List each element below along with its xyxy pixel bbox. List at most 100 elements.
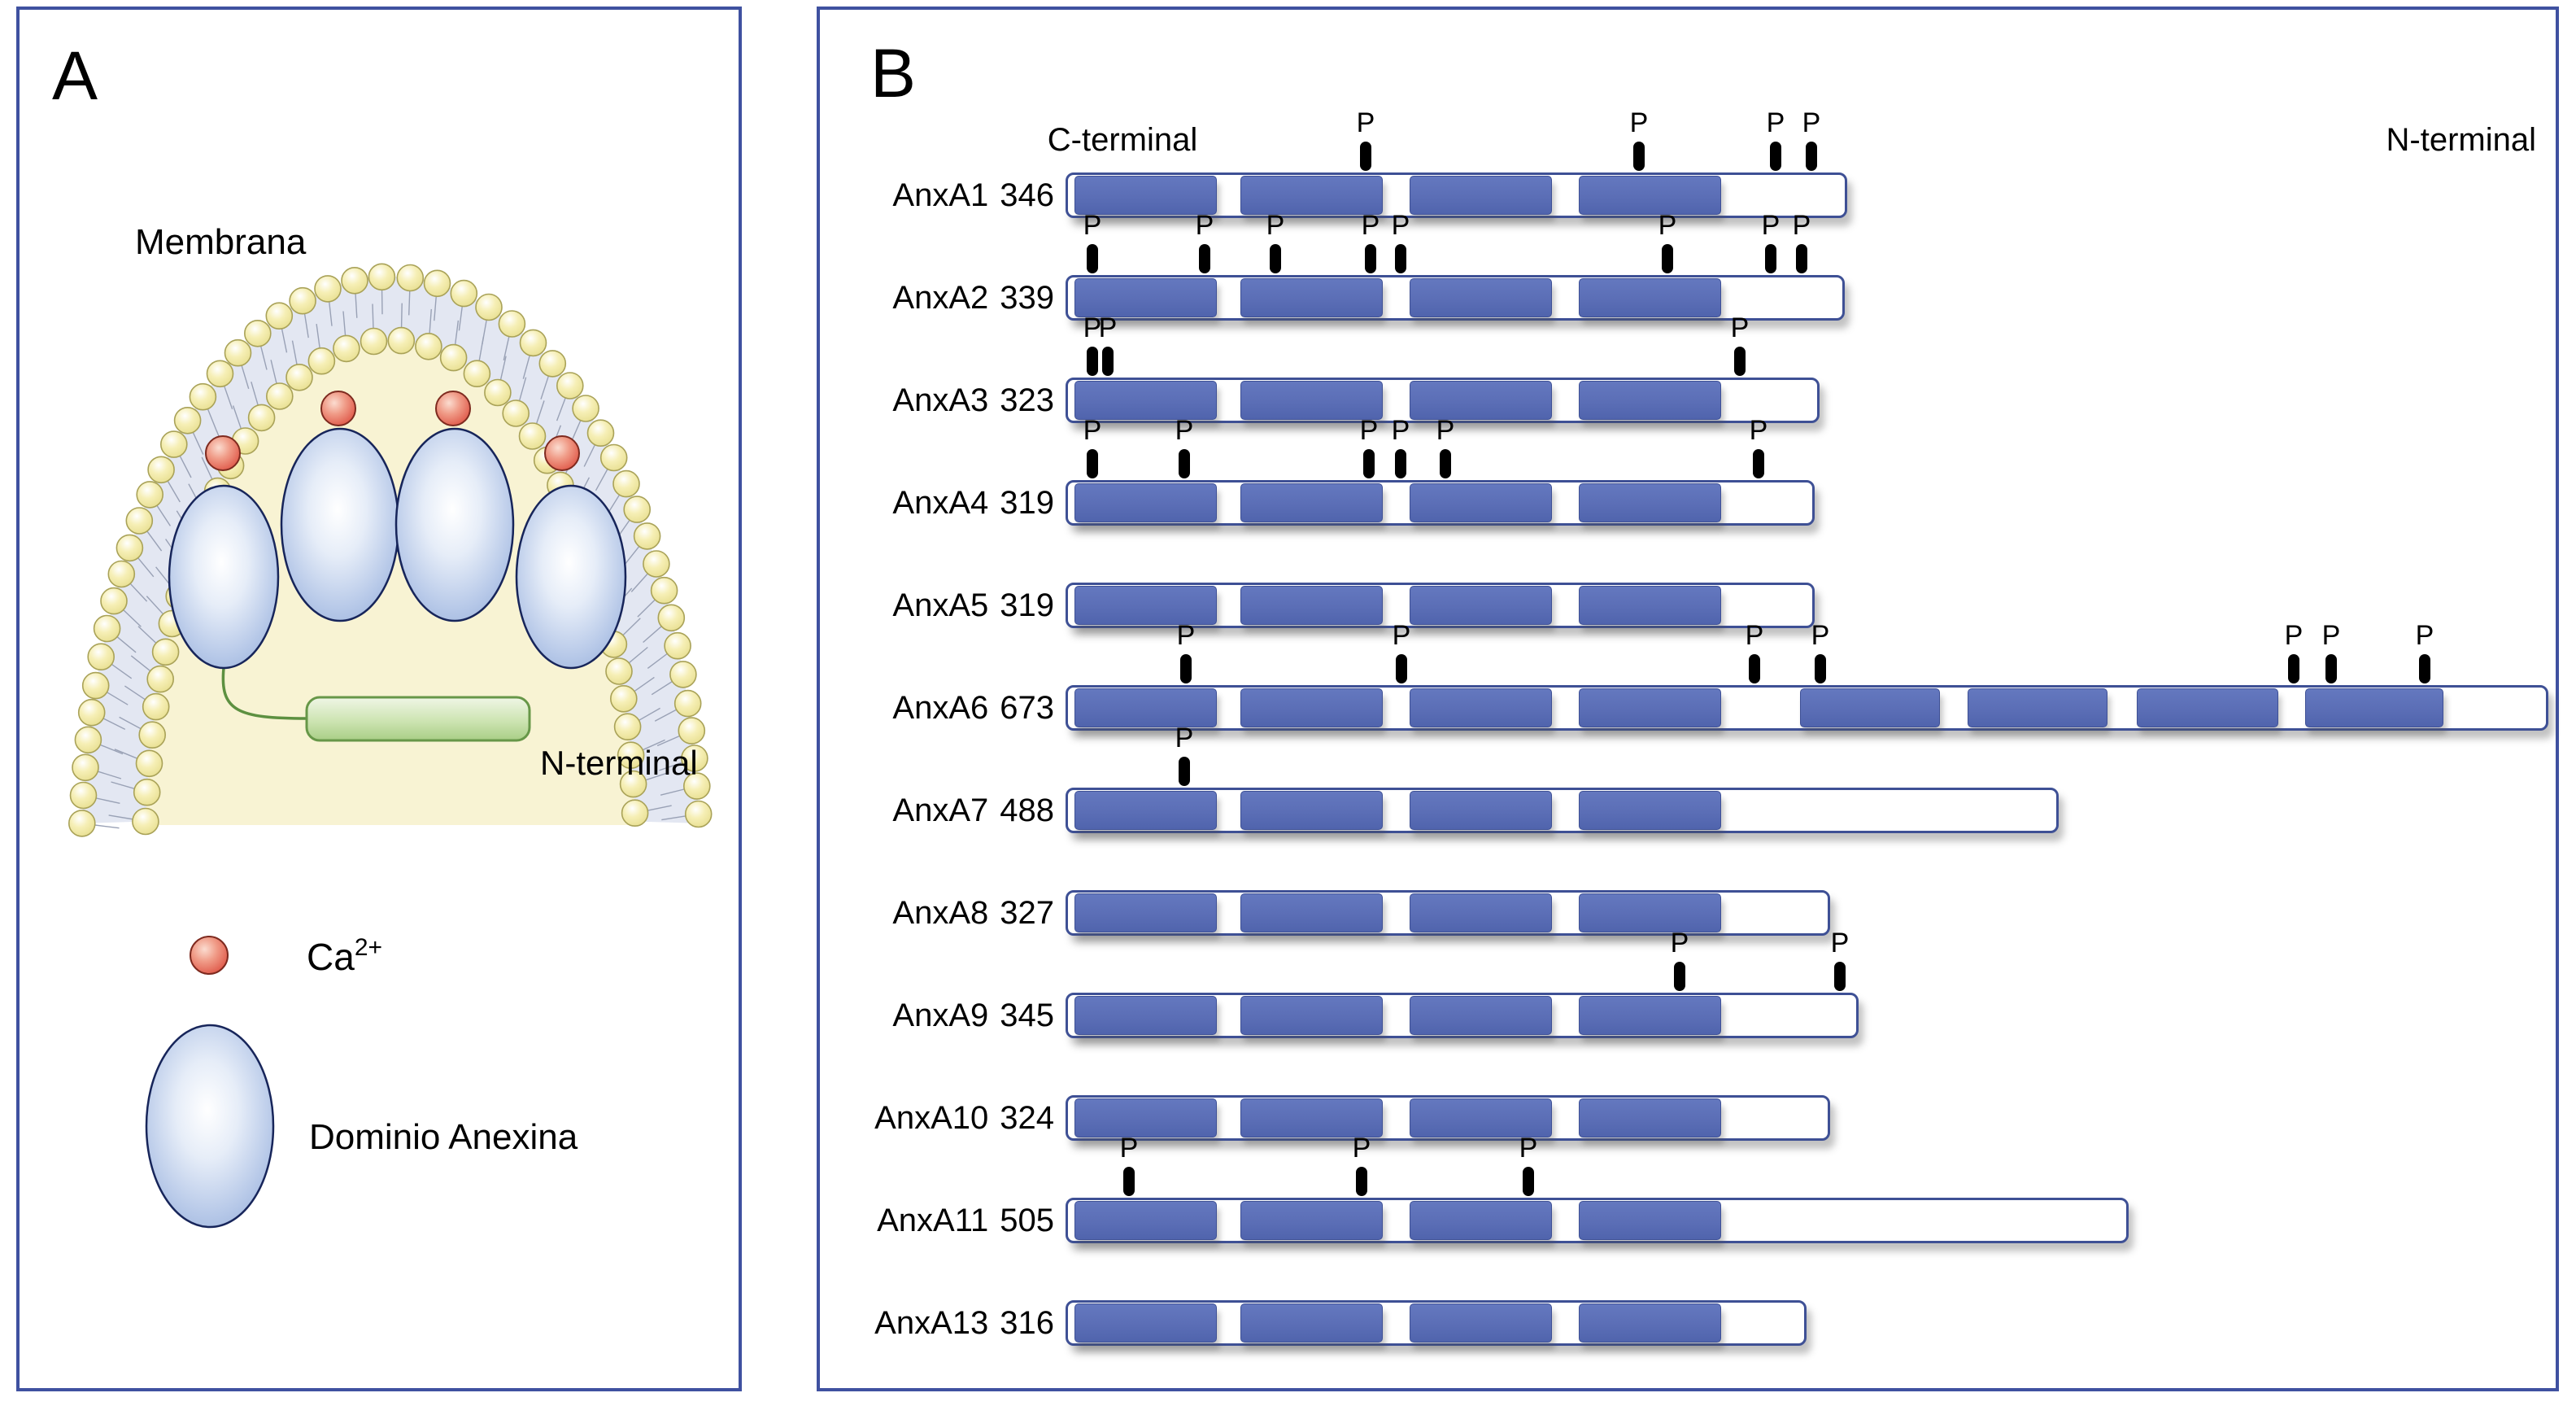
annexin-repeat-domain bbox=[1074, 381, 1217, 420]
annexin-repeat-domain bbox=[2137, 688, 2278, 727]
lipid-head bbox=[475, 293, 503, 321]
annexin-repeat-domain bbox=[1074, 791, 1217, 830]
lipid-head bbox=[125, 507, 154, 535]
calcium-ion bbox=[320, 391, 356, 426]
phospho-label: P bbox=[1749, 415, 1768, 446]
phospho-label: P bbox=[1352, 1133, 1371, 1164]
annexin-repeat-domain bbox=[1800, 688, 1940, 727]
n-terminal-helix bbox=[305, 696, 531, 742]
lipid-head bbox=[107, 560, 136, 588]
lipid-head bbox=[265, 382, 294, 410]
annexin-repeat-domain bbox=[1579, 1098, 1721, 1137]
lipid-head bbox=[643, 550, 670, 578]
phospho-site-marker bbox=[1102, 347, 1114, 376]
annexin-repeat-domain bbox=[1240, 1303, 1383, 1343]
lipid-head bbox=[74, 726, 102, 754]
lipid-head bbox=[423, 269, 451, 298]
annexin-domain-ellipse bbox=[515, 484, 627, 670]
annexin-repeat-domain bbox=[1074, 1303, 1217, 1343]
lipid-head bbox=[450, 279, 478, 308]
annexin-repeat-domain bbox=[1579, 381, 1721, 420]
n-terminal-header: N-terminal bbox=[2386, 122, 2536, 158]
annexin-repeat-domain bbox=[1240, 688, 1383, 727]
annexin-repeat-domain bbox=[1579, 893, 1721, 932]
lipid-head bbox=[684, 800, 713, 828]
calcium-ion bbox=[435, 391, 471, 426]
lipid-head bbox=[633, 522, 661, 550]
phospho-label: P bbox=[1811, 620, 1830, 651]
protein-length: 673 bbox=[1000, 690, 1054, 726]
protein-length: 323 bbox=[1000, 382, 1054, 418]
protein-bar bbox=[1066, 890, 1830, 936]
lipid-head bbox=[72, 753, 99, 782]
protein-bar bbox=[1066, 1095, 1830, 1141]
legend-domain-label: Dominio Anexina bbox=[309, 1117, 578, 1157]
annexin-repeat-domain bbox=[1410, 586, 1552, 625]
lipid-head bbox=[502, 400, 530, 427]
phospho-label: P bbox=[2284, 620, 2304, 651]
protein-length: 316 bbox=[1000, 1305, 1054, 1341]
phospho-site-marker bbox=[1087, 449, 1098, 478]
legend-domain-symbol bbox=[145, 1024, 275, 1229]
annexin-repeat-domain bbox=[1074, 483, 1217, 522]
panel-a-label: A bbox=[52, 37, 98, 114]
phospho-label: P bbox=[1083, 312, 1102, 343]
protein-bar bbox=[1066, 583, 1815, 628]
phospho-label: P bbox=[1629, 107, 1649, 138]
protein-bar bbox=[1066, 275, 1845, 321]
phospho-label: P bbox=[1802, 107, 1821, 138]
phospho-label: P bbox=[1519, 1133, 1538, 1164]
protein-length: 488 bbox=[1000, 793, 1054, 828]
phospho-site-marker bbox=[1087, 347, 1098, 376]
phospho-site-marker bbox=[1815, 654, 1826, 683]
phospho-label: P bbox=[1658, 210, 1677, 241]
annexin-repeat-domain bbox=[1410, 688, 1552, 727]
annexin-repeat-domain bbox=[1410, 1303, 1552, 1343]
lipid-head bbox=[69, 781, 98, 810]
phospho-site-marker bbox=[1440, 449, 1451, 478]
lipid-head bbox=[572, 395, 599, 422]
annexin-repeat-domain bbox=[1240, 278, 1383, 317]
protein-length: 327 bbox=[1000, 895, 1054, 931]
lipid-head bbox=[341, 266, 368, 295]
annexin-repeat-domain bbox=[1410, 1098, 1552, 1137]
phospho-label: P bbox=[1175, 723, 1194, 753]
annexin-repeat-domain bbox=[1074, 688, 1217, 727]
phospho-site-marker bbox=[1674, 962, 1685, 991]
lipid-head bbox=[586, 419, 615, 448]
annexin-repeat-domain bbox=[1074, 278, 1217, 317]
c-terminal-header: C-terminal bbox=[1047, 122, 1198, 158]
lipid-head bbox=[538, 350, 567, 378]
protein-length: 339 bbox=[1000, 280, 1054, 316]
lipid-head bbox=[146, 665, 174, 693]
phospho-label: P bbox=[1761, 210, 1781, 241]
protein-bar bbox=[1066, 1198, 2129, 1243]
lipid-head bbox=[519, 329, 547, 357]
protein-bar bbox=[1066, 1300, 1807, 1346]
protein-bar bbox=[1066, 480, 1815, 526]
n-terminal-linker-curve bbox=[221, 667, 307, 720]
phospho-site-marker bbox=[1796, 244, 1807, 273]
lipid-head bbox=[136, 481, 163, 509]
phospho-label: P bbox=[1361, 210, 1380, 241]
phospho-label: P bbox=[1098, 312, 1118, 343]
annexin-repeat-domain bbox=[1074, 176, 1217, 215]
panel-a: A Membrana N-terminal Ca2+ Dominio Anexi… bbox=[16, 7, 742, 1391]
annexin-repeat-domain bbox=[1579, 791, 1721, 830]
lipid-head bbox=[142, 692, 170, 721]
lipid-head bbox=[664, 631, 691, 660]
legend-calcium-symbol bbox=[190, 936, 229, 975]
annexin-repeat-domain bbox=[1410, 996, 1552, 1035]
annexin-repeat-domain bbox=[1410, 483, 1552, 522]
annexin-repeat-domain bbox=[1074, 586, 1217, 625]
lipid-head bbox=[673, 689, 702, 718]
lipid-head bbox=[360, 327, 388, 356]
lipid-head bbox=[100, 587, 128, 615]
protein-name: AnxA1 bbox=[892, 177, 989, 213]
phospho-label: P bbox=[1730, 312, 1750, 343]
lipid-head bbox=[307, 347, 336, 375]
